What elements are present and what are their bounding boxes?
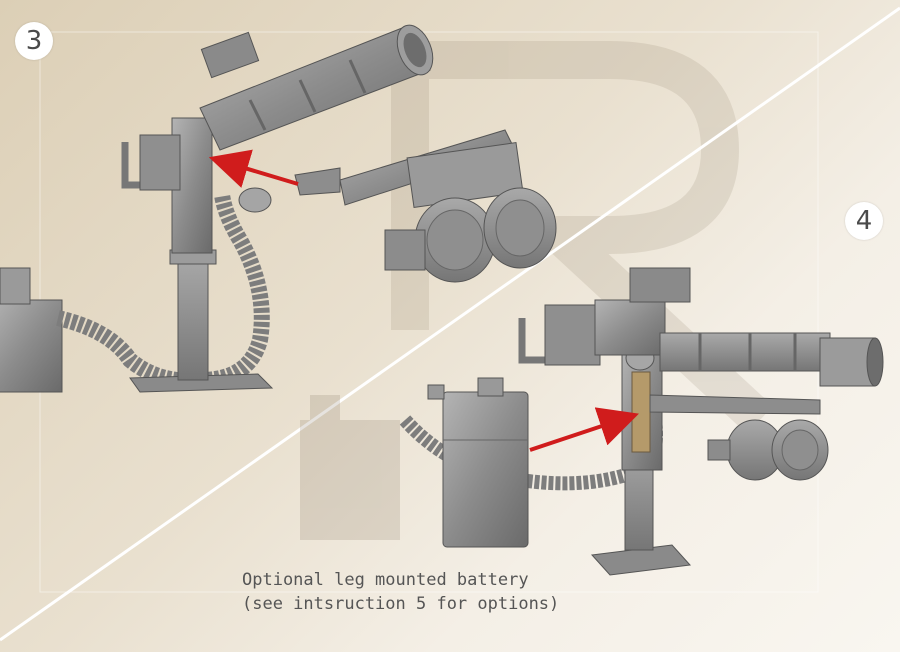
step3-battery-box [0, 267, 63, 393]
step4-drum-mag [707, 419, 829, 481]
step3-base-plate [129, 373, 274, 393]
caption-line-2: (see intsruction 5 for options) [242, 594, 560, 614]
step3-attach-arrow [208, 149, 299, 188]
step3-ammo-belt [56, 193, 270, 389]
step3-pedestal [177, 254, 209, 381]
step4-mount-slot [631, 371, 651, 453]
step4-minigun-barrel [659, 332, 884, 387]
step4-ghost-battery [300, 395, 400, 540]
step4-rail [649, 394, 821, 415]
step3-assembly [0, 24, 557, 393]
step3-rail-drum-assembly [294, 129, 557, 283]
step4-sight [629, 267, 691, 303]
step4-attach-arrow [529, 407, 639, 452]
caption-line-1: Optional leg mounted battery [242, 570, 529, 590]
step4-battery-box [427, 377, 529, 548]
step3-minigun-barrel [199, 24, 434, 151]
step3-sight [200, 31, 260, 79]
step4-assembly [300, 267, 884, 576]
step-3-badge: 3 [15, 22, 53, 60]
panel-divider [0, 6, 900, 642]
step-4-badge: 4 [845, 202, 883, 240]
